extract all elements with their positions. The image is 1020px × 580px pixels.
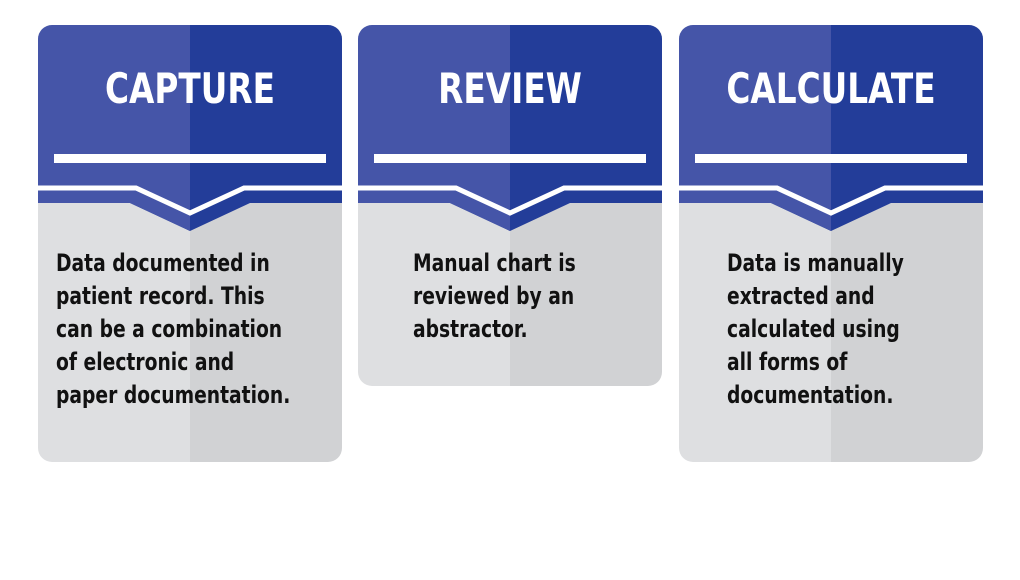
review-chevron-pointer [358,183,662,231]
review-description: Manual chart is reviewed by an abstracto… [413,249,576,343]
calculate-description: Data is manually extracted and calculate… [727,249,904,409]
capture-card-title: CAPTURE [105,64,275,113]
review-title-rule [374,154,646,163]
capture-title-rule [54,154,326,163]
capture-card-body: Data documented in patient record. This … [56,247,342,412]
review-card: REVIEW Manual chart is reviewed by an ab… [358,25,662,386]
capture-card: CAPTURE Data documented in patient recor… [38,25,342,462]
calculate-card-header: CALCULATE [679,25,983,185]
calculate-title-rule [695,154,967,163]
calculate-card: CALCULATE Data is manually extracted and… [679,25,983,462]
calculate-card-title: CALCULATE [726,64,936,113]
review-card-header: REVIEW [358,25,662,185]
capture-chevron-pointer [38,183,342,231]
calculate-card-body: Data is manually extracted and calculate… [727,247,983,412]
capture-card-header: CAPTURE [38,25,342,185]
review-card-body: Manual chart is reviewed by an abstracto… [413,247,662,346]
capture-description: Data documented in patient record. This … [56,249,291,409]
calculate-chevron-pointer [679,183,983,231]
review-card-title: REVIEW [438,64,582,113]
